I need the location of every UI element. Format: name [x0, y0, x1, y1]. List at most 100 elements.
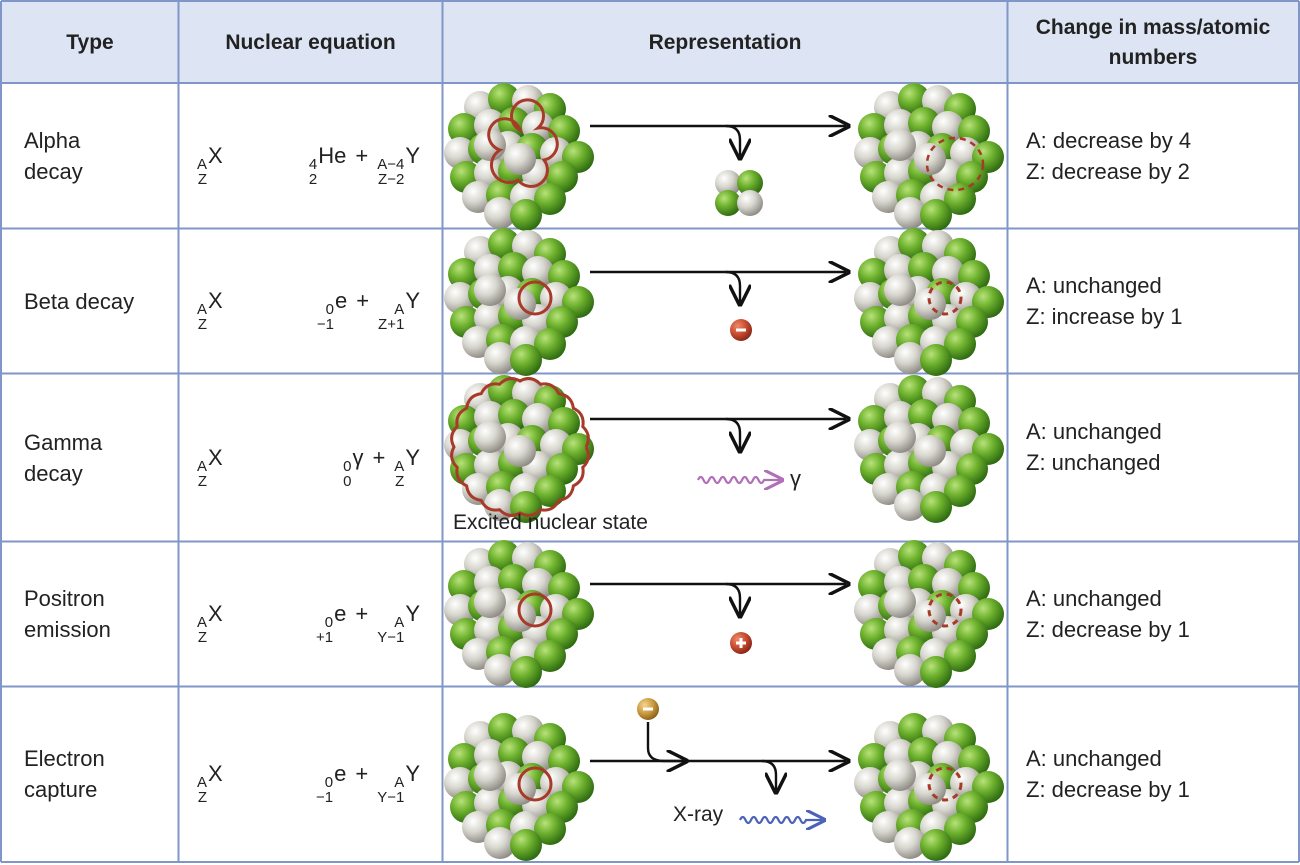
element-symbol: X: [208, 601, 223, 626]
emitted-particle-term-numbers: 0+1: [316, 615, 333, 645]
atomic-number: Z: [197, 316, 208, 333]
proton-ball: [920, 656, 952, 688]
atomic-number-change: Z: decrease by 1: [1026, 777, 1190, 802]
parent-nucleus-icon: [444, 713, 594, 861]
atomic-number-change: Z: increase by 1: [1026, 304, 1183, 329]
element-symbol: He: [318, 143, 347, 168]
row-type-cell: Beta decay: [2, 229, 178, 373]
mass-number: A−4: [377, 156, 405, 173]
neutron-ball: [872, 181, 904, 213]
atomic-number-change: Z: unchanged: [1026, 450, 1161, 475]
proton-ball: [498, 399, 530, 431]
parent-nucleus-icon: [444, 228, 594, 376]
mass-number: A: [197, 774, 208, 791]
atomic-number: Y−1: [377, 789, 405, 806]
neutron-ball: [872, 638, 904, 670]
plus-sign: +: [355, 761, 369, 786]
proton-ball: [510, 829, 542, 861]
proton-ball: [898, 375, 930, 407]
proton-ball: [898, 228, 930, 260]
capture-arrow-icon: [646, 722, 684, 761]
atomic-number: +1: [315, 629, 334, 646]
neutron-ball: [484, 827, 516, 859]
vacated-region-outline: [925, 136, 985, 192]
proton-ball: [920, 491, 952, 523]
proton-highlight-ring: [517, 766, 553, 802]
atomic-number-change: Z: decrease by 2: [1026, 159, 1190, 184]
neutron-ball: [872, 326, 904, 358]
element-symbol: Y: [405, 288, 420, 313]
proton-ball: [858, 405, 890, 437]
neutron-ball: [462, 473, 494, 505]
mass-number: 0: [324, 614, 334, 631]
changed-nucleon-ring: [927, 766, 963, 802]
proton-ball: [858, 258, 890, 290]
proton-ball: [944, 328, 976, 360]
emitted-particle-term-numbers: 0−1: [316, 775, 333, 805]
proton-ball: [944, 475, 976, 507]
neutron-ball: [474, 274, 506, 306]
neutron-ball: [894, 654, 926, 686]
neutron-ball: [894, 197, 926, 229]
emission-arrow-icon: [761, 759, 776, 790]
proton-ball: [858, 113, 890, 145]
proton-ball: [448, 570, 480, 602]
proton-ball: [488, 540, 520, 572]
proton-ball: [920, 199, 952, 231]
neutron-ball: [884, 129, 916, 161]
mass-number-change: A: unchanged: [1026, 746, 1162, 771]
neutron-ball: [474, 586, 506, 618]
neutron-ball: [884, 421, 916, 453]
mass-number: 0: [325, 301, 334, 318]
neutron-ball: [444, 137, 476, 169]
alpha-particle-icon: [715, 170, 763, 216]
element-symbol: Y: [405, 143, 420, 168]
neutron-ball: [872, 473, 904, 505]
daughter-nucleus-icon: [854, 228, 1004, 376]
neutron-ball: [484, 197, 516, 229]
neutron-ball: [854, 282, 886, 314]
mass-number: A: [197, 614, 208, 631]
row-type-cell: Electron capture: [2, 687, 178, 861]
element-symbol: X: [208, 143, 223, 168]
mass-number: A: [197, 301, 208, 318]
neutron-ball: [444, 594, 476, 626]
proton-ball: [908, 737, 940, 769]
neutron-ball: [872, 811, 904, 843]
proton-ball: [448, 258, 480, 290]
daughter-nucleus-icon: [854, 83, 1004, 231]
neutron-ball: [462, 326, 494, 358]
plus-sign: +: [355, 143, 369, 168]
neutron-ball: [854, 137, 886, 169]
proton-ball: [534, 328, 566, 360]
atomic-number: Z: [197, 472, 208, 490]
atomic-number: Z: [395, 472, 405, 490]
decay-type-label: Beta decay: [24, 288, 135, 314]
proton-ball: [737, 170, 763, 196]
proton-ball: [448, 113, 480, 145]
proton-ball: [920, 829, 952, 861]
